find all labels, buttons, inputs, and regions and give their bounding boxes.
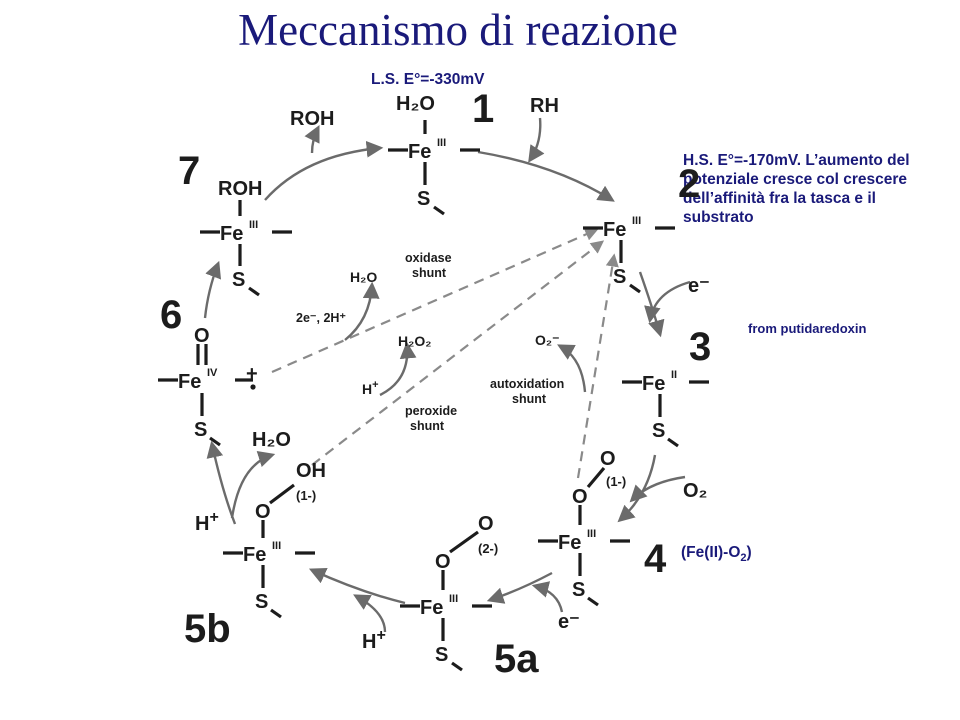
arrow-1-to-2 <box>477 150 615 202</box>
step-1: 1 <box>472 87 494 131</box>
arrow-electron-in-2 <box>531 581 564 613</box>
arrow-roh-out <box>304 124 320 154</box>
arrow-6-to-7 <box>203 260 222 319</box>
sulfur-6: S <box>194 419 207 441</box>
fe-o2-note: (Fe(II)-O2) <box>681 544 752 565</box>
low-spin-potential-note: L.S. E°=-330mV <box>371 71 485 88</box>
oxygen-5a-a: O <box>435 551 451 573</box>
oxygen-5a-b: O <box>478 513 494 535</box>
sulfur-3: S <box>652 420 665 442</box>
peroxide-h2o2: H₂O₂ <box>398 333 431 349</box>
superoxide: O₂⁻ <box>535 332 560 348</box>
arrow-superoxide-out <box>557 344 587 393</box>
oxidase-shunt-arrow <box>271 228 599 374</box>
arrow-7-to-1 <box>264 140 384 201</box>
oxygen-4a: O <box>572 486 588 508</box>
oxygen-4b: O <box>600 448 616 470</box>
radical-cation-6: + <box>246 363 258 385</box>
shunt-labels: oxidase shunt H₂O 2e⁻, 2H⁺ H₂O₂ H+ perox… <box>296 251 564 433</box>
cycle-arrows <box>203 117 691 633</box>
roh-product: ROH <box>290 108 334 130</box>
radical-dot-6 <box>250 384 256 390</box>
oxidase-electrons: 2e⁻, 2H⁺ <box>296 311 346 325</box>
step-numbers: 1 2 3 4 5a 5b 6 7 <box>160 87 711 681</box>
iron-5b: Fe <box>243 544 266 566</box>
bonds <box>158 120 709 672</box>
charge-5a: (2-) <box>478 541 498 556</box>
peroxide-label-1: peroxide <box>405 404 457 418</box>
oxidation-state-1: III <box>437 137 446 149</box>
roh-bound-7: ROH <box>218 178 262 200</box>
oxidation-state-2: III <box>632 215 641 227</box>
arrow-o2-in <box>629 475 686 503</box>
shunt-arrows <box>271 228 619 479</box>
peroxide-proton: H+ <box>362 379 379 397</box>
charge-4: (1-) <box>606 474 626 489</box>
step-4: 4 <box>644 537 667 581</box>
autoxidation-label-2: shunt <box>512 392 547 406</box>
oxidation-state-5a: III <box>449 593 458 605</box>
oxidation-state-5b: III <box>272 540 281 552</box>
electron-1: e⁻ <box>688 275 710 297</box>
step-5b: 5b <box>184 607 231 651</box>
oxidation-state-7: III <box>249 219 258 231</box>
proton-2: H+ <box>195 509 219 535</box>
step-3: 3 <box>689 325 711 369</box>
sulfur-7: S <box>232 269 245 291</box>
arrow-h-in-1 <box>353 594 387 633</box>
arrow-2-to-3 <box>638 271 665 338</box>
autoxidation-shunt-arrow <box>576 253 619 479</box>
oxidation-state-4: III <box>587 528 596 540</box>
sulfur-4: S <box>572 579 585 601</box>
iron-6: Fe <box>178 371 201 393</box>
charge-5b: (1-) <box>296 488 316 503</box>
step-7: 7 <box>178 149 200 193</box>
oxidase-water: H₂O <box>350 269 377 285</box>
iron-2: Fe <box>603 219 626 241</box>
arrow-electron-in-1 <box>644 280 691 324</box>
peroxide-shunt-arrow <box>311 240 605 466</box>
arrow-4-to-5a <box>486 571 553 604</box>
iron-4: Fe <box>558 532 581 554</box>
step-2: 2 <box>678 162 700 206</box>
proton-1: H+ <box>362 627 386 653</box>
oxygen-5b: O <box>255 501 271 523</box>
peroxide-label-2: shunt <box>410 419 445 433</box>
oxidation-state-6: IV <box>207 367 218 379</box>
oxidase-label-2: shunt <box>412 266 447 280</box>
sulfur-5b: S <box>255 591 268 613</box>
arrow-peroxide-h2o2 <box>379 341 417 397</box>
electron-2: e⁻ <box>558 611 580 633</box>
putidaredoxin-note: from putidaredoxin <box>748 321 867 336</box>
step-5a: 5a <box>494 637 539 681</box>
arrow-rh-in <box>528 117 545 163</box>
sulfur-5a: S <box>435 644 448 666</box>
water-ligand-1: H₂O <box>396 93 435 115</box>
arrow-oxidase-h2o <box>344 281 380 341</box>
iron-5a: Fe <box>420 597 443 619</box>
sulfur-2: S <box>613 266 626 288</box>
rh-substrate: RH <box>530 95 559 117</box>
autoxidation-label-1: autoxidation <box>490 377 564 391</box>
species-labels: H₂O Fe III S ROH RH Fe III S e⁻ Fe II S … <box>178 93 710 666</box>
oxo-6: O <box>194 325 210 347</box>
arrow-5a-to-5b <box>308 567 406 605</box>
iron-7: Fe <box>220 223 243 245</box>
water-released: H₂O <box>252 429 291 451</box>
sulfur-1: S <box>417 188 430 210</box>
iron-1: Fe <box>408 141 431 163</box>
oxidase-label-1: oxidase <box>405 251 452 265</box>
step-6: 6 <box>160 293 182 337</box>
high-spin-potential-note: H.S. E°=-170mV. L’aumento del potenziale… <box>683 152 910 226</box>
dioxygen: O₂ <box>683 480 707 502</box>
iron-3: Fe <box>642 373 665 395</box>
page-title: Meccanismo di reazione <box>238 5 678 55</box>
oxidation-state-3: II <box>671 369 677 381</box>
arrow-h2o-out <box>230 451 276 519</box>
hydroxyl-5b: OH <box>296 460 326 482</box>
